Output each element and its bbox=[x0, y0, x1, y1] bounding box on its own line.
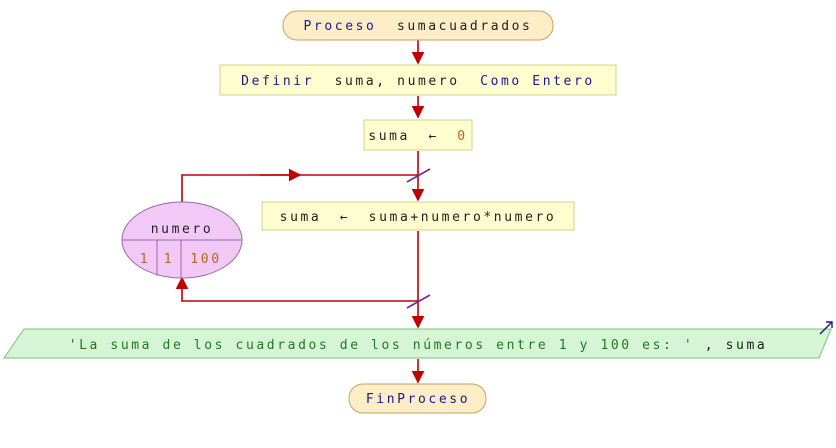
svg-text:Proceso sumacuadrados: Proceso sumacuadrados bbox=[304, 19, 533, 34]
loop-mark-top bbox=[406, 168, 431, 183]
output-string: 'La suma de los cuadrados de los números… bbox=[69, 338, 695, 353]
svg-text:'La suma de los cuadrados de l: 'La suma de los cuadrados de los números… bbox=[69, 338, 768, 353]
loop-top-path bbox=[181, 174, 418, 202]
end-keyword: FinProceso bbox=[366, 392, 470, 407]
define-vars: suma, numero bbox=[335, 74, 460, 89]
define-type: Como Entero bbox=[480, 74, 595, 89]
assign-body-expr: suma+numero*numero bbox=[369, 210, 557, 225]
start-keyword: Proceso bbox=[304, 19, 377, 34]
process-name: sumacuadrados bbox=[397, 19, 533, 34]
output-box[interactable]: 'La suma de los cuadrados de los números… bbox=[3, 321, 833, 359]
assign-body-var: suma bbox=[280, 210, 322, 225]
svg-text:Definir suma, numero: Definir suma, numero Como Entero bbox=[241, 74, 595, 89]
assign-body-arrow: ← bbox=[340, 210, 350, 225]
for-loop-node[interactable]: numero 1 1 100 bbox=[121, 201, 243, 279]
define-box[interactable]: Definir suma, numero Como Entero bbox=[219, 64, 617, 96]
connectors bbox=[175, 40, 425, 384]
assign-init-box[interactable]: suma ← 0 bbox=[363, 119, 473, 151]
svg-text:suma ← suma+numero: suma ← suma+numero*numero bbox=[280, 210, 557, 225]
end-terminator[interactable]: FinProceso bbox=[348, 383, 487, 414]
loop-start-value: 1 bbox=[140, 252, 150, 267]
loop-end-value: 100 bbox=[190, 252, 221, 267]
svg-text:suma ← 0: suma ← 0 bbox=[368, 129, 467, 144]
assign-init-arrow: ← bbox=[428, 129, 438, 144]
define-keyword: Definir bbox=[241, 74, 314, 89]
assign-init-value: 0 bbox=[457, 129, 467, 144]
assign-init-var: suma bbox=[368, 129, 410, 144]
output-rest: , suma bbox=[705, 338, 768, 353]
assign-body-box[interactable]: suma ← suma+numero*numero bbox=[261, 201, 575, 231]
loop-bottom-path bbox=[175, 276, 418, 302]
output-arrow-icon bbox=[819, 321, 833, 335]
start-terminator[interactable]: Proceso sumacuadrados bbox=[282, 10, 554, 41]
loop-mark-bottom bbox=[406, 294, 431, 309]
loop-step-value: 1 bbox=[164, 252, 174, 267]
loop-variable: numero bbox=[151, 222, 214, 237]
